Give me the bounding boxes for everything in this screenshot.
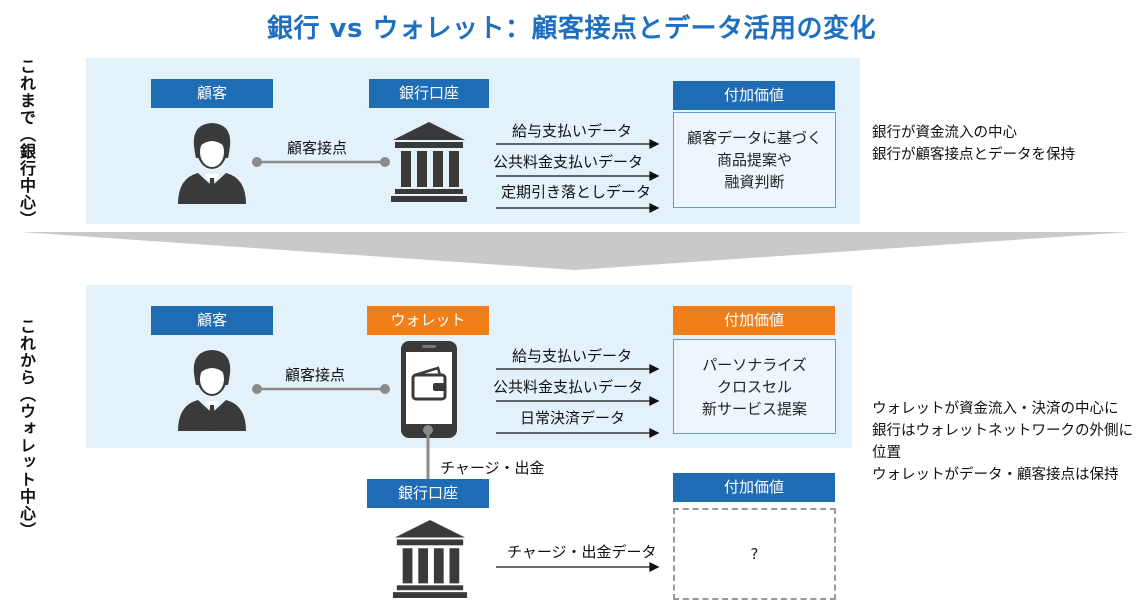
bottom-flow-label-1: 給与支払いデータ	[512, 347, 633, 365]
top-contact-line	[252, 157, 390, 167]
top-bank-header: 銀行口座	[369, 79, 489, 108]
bottom-flow-label-3: 日常決済データ	[520, 409, 626, 427]
bottom-bank-header: 銀行口座	[367, 479, 489, 508]
bottom-note-1: ウォレットが資金流入・決済の中心に	[872, 401, 1119, 417]
top-value-header: 付加価値	[673, 81, 835, 110]
top-flow-label-1: 給与支払いデータ	[512, 122, 633, 140]
bottom-note-4: ウォレットがデータ・顧客接点は保持	[872, 467, 1119, 483]
bottom-flow-label-2: 公共料金支払いデータ	[493, 378, 644, 396]
bank-building-icon	[392, 519, 468, 598]
top-flow-arrows	[496, 138, 660, 214]
bank-flow-arrow	[496, 561, 660, 573]
wallet-header: ウォレット	[367, 306, 489, 335]
top-value-box: 顧客データに基づく 商品提案や 融資判断	[673, 112, 836, 208]
unknown-value-box: ?	[673, 508, 836, 600]
unknown-value-mark: ?	[750, 545, 759, 563]
bottom-notes: ウォレットが資金流入・決済の中心に 銀行はウォレットネットワークの外側に 位置 …	[872, 398, 1133, 486]
top-value-line-3: 融資判断	[724, 173, 785, 191]
bottom-contact-line	[252, 384, 390, 394]
bottom-flow-arrows	[496, 363, 660, 439]
top-note-2: 銀行が顧客接点とデータを保持	[872, 147, 1075, 163]
bottom-note-2: 銀行はウォレットネットワークの外側に	[872, 423, 1133, 439]
top-contact-label: 顧客接点	[287, 139, 348, 157]
top-value-line-2: 商品提案や	[716, 151, 792, 169]
top-notes: 銀行が資金流入の中心 銀行が顧客接点とデータを保持	[872, 122, 1075, 166]
section-label-future: これから（ウォレット中心）	[17, 318, 36, 539]
top-customer-header: 顧客	[151, 79, 273, 108]
smartphone-wallet-icon	[401, 341, 457, 438]
bottom-value-box: パーソナライズ クロスセル 新サービス提案	[673, 339, 836, 434]
bank-building-icon	[391, 122, 467, 202]
top-flow-label-3: 定期引き落としデータ	[501, 183, 652, 201]
bottom-value-line-1: パーソナライズ	[702, 355, 807, 374]
bottom-note-3: 位置	[872, 445, 901, 461]
page-title: 銀行 vs ウォレット：顧客接点とデータ活用の変化	[266, 14, 877, 44]
bottom-value-line-2: クロスセル	[716, 377, 792, 396]
charge-connection-line	[423, 425, 433, 482]
transition-chevron	[20, 232, 1130, 270]
bank-value-header: 付加価値	[673, 473, 835, 502]
customer-person-icon	[178, 123, 246, 204]
bottom-value-line-3: 新サービス提案	[701, 399, 807, 418]
bottom-customer-header: 顧客	[151, 306, 273, 335]
top-flow-label-2: 公共料金支払いデータ	[493, 153, 644, 171]
bank-flow-label: チャージ・出金データ	[507, 543, 657, 561]
section-label-current: これまで（銀行中心）	[17, 58, 36, 228]
bottom-value-header: 付加価値	[673, 306, 835, 335]
top-note-1: 銀行が資金流入の中心	[872, 125, 1017, 141]
customer-person-icon	[178, 350, 246, 431]
charge-label: チャージ・出金	[440, 459, 545, 477]
top-value-line-1: 顧客データに基づく	[686, 129, 822, 147]
bottom-contact-label: 顧客接点	[285, 366, 346, 384]
